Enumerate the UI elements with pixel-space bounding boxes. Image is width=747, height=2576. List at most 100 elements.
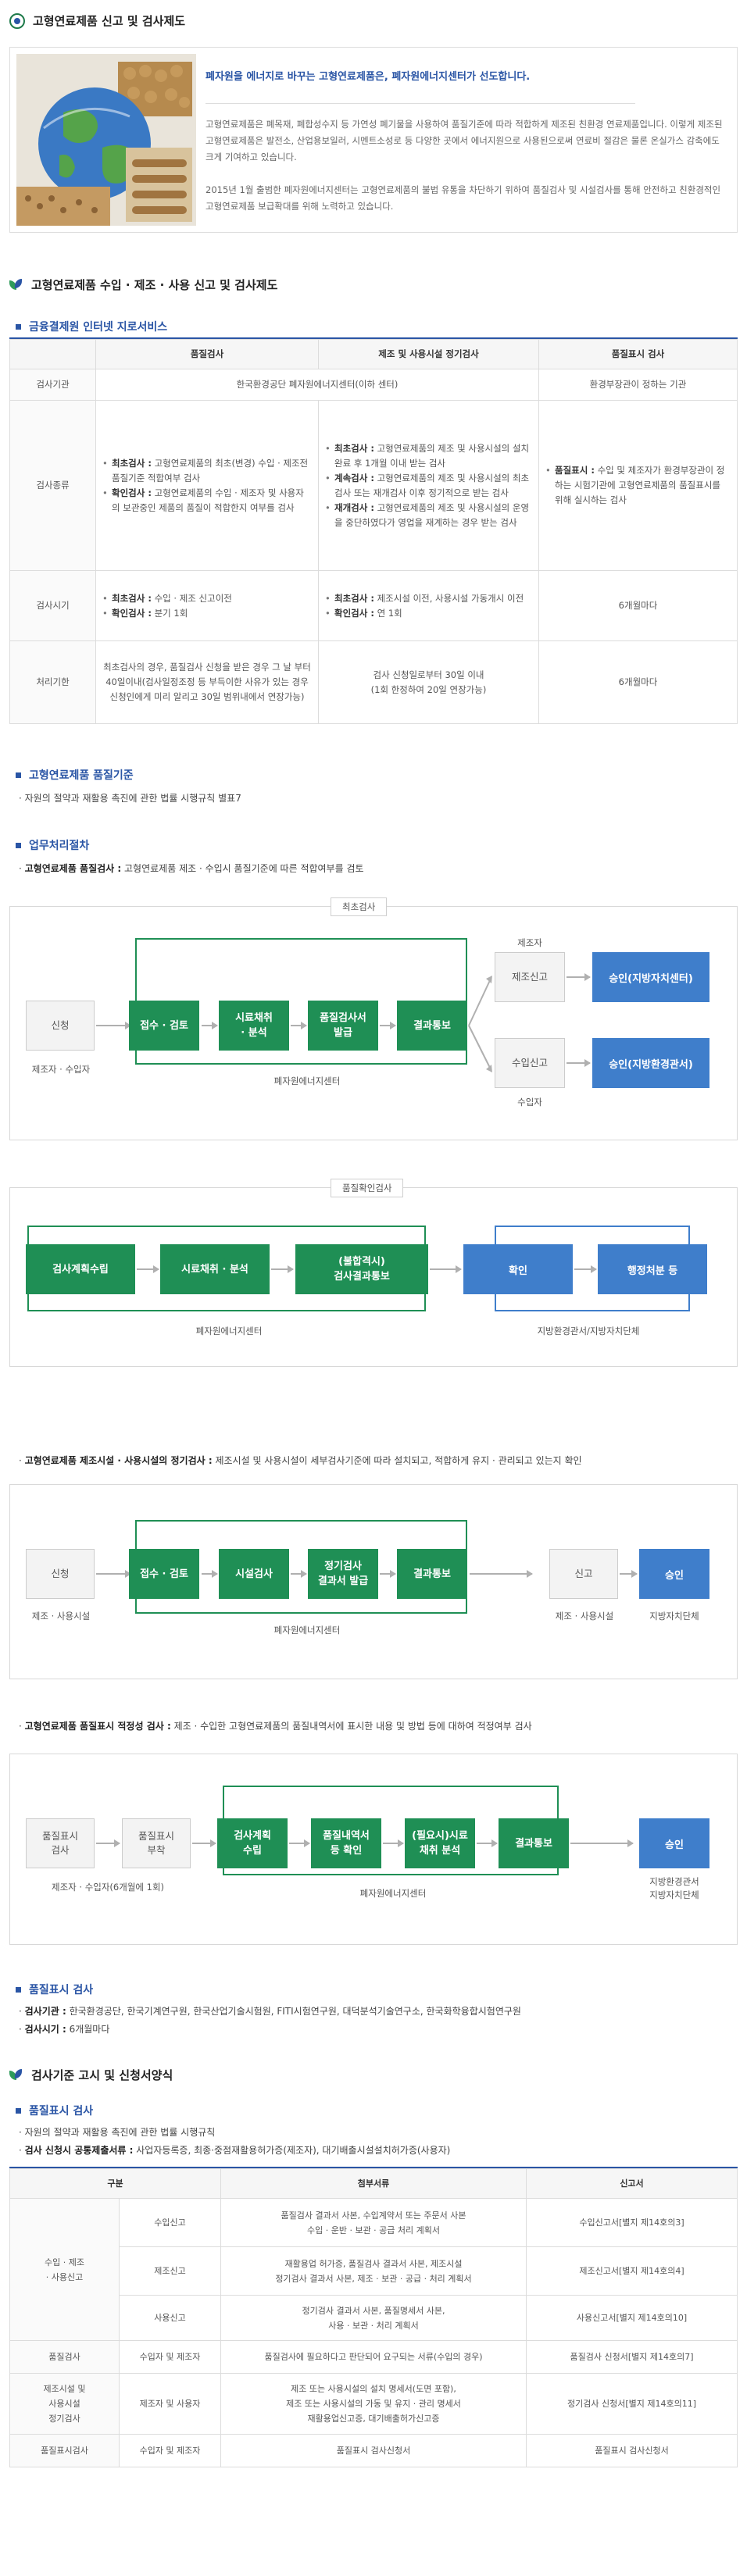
intro-paragraph-2: 2015년 1월 출범한 폐자원에너지센터는 고형연료제품의 불법 유통을 차단…	[206, 184, 721, 212]
item-text: 고형연료제품의 제조 및 사용시설의 운영을 중단하였다가 영업을 재계하는 경…	[334, 501, 530, 528]
row-label: 품질표시검사	[9, 2434, 120, 2467]
arrow	[291, 1570, 307, 1578]
approve-box: 승인	[639, 1549, 709, 1599]
list-item: 최초검사 : 고형연료제품의 제조 및 사용시설의 설치완료 후 1개월 이내 …	[325, 441, 532, 471]
arrow	[192, 1839, 216, 1847]
item-text: 고형연료제품의 제조 및 사용시설의 설치완료 후 1개월 이내 받는 검사	[334, 442, 530, 469]
table-cell: 검사 신청일로부터 30일 이내 (1회 한정하여 20일 연장가능)	[318, 640, 539, 724]
arrow	[380, 1570, 396, 1578]
step-action: 행정처분 등	[598, 1244, 707, 1294]
table-cell: 사용신고	[119, 2295, 221, 2341]
table-header: 품질표시 검사	[538, 339, 738, 369]
item-term: 최초검사 :	[334, 592, 374, 604]
list-item: 재개검사 : 고형연료제품의 제조 및 사용시설의 운영을 중단하였다가 영업을…	[325, 501, 532, 530]
table-header: 신고서	[526, 2168, 738, 2199]
table-cell: 제조 또는 사용시설의 설치 명세서(도면 포함), 제조 또는 사용시설의 가…	[220, 2373, 527, 2435]
flow-quality-check: 품질확인검사 검사계획수립 시료채취 · 분석 (불합격시) 검사결과통보 확인…	[9, 1179, 738, 1367]
table-cell: 정기검사 신청서[별지 제14호의11]	[526, 2373, 738, 2435]
arrow	[291, 1022, 307, 1029]
table-cell: 최초검사 : 제조시설 이전, 사용시설 가동개시 이전확인검사 : 연 1회	[318, 570, 539, 641]
table-cell: 환경부장관이 정하는 기관	[538, 369, 738, 401]
sub-title-standard: 품질표시 검사	[16, 2103, 93, 2118]
table-header: 첨부서류	[220, 2168, 527, 2199]
square-bullet-icon	[16, 842, 21, 848]
item-text: 고형연료제품의 제조 및 사용시설의 최초검사 또는 재개검사 이후 정기적으로…	[334, 472, 530, 498]
step-plan: 검사계획수립	[26, 1244, 135, 1294]
table-cell: 최초검사 : 수입 · 제조 신고이전확인검사 : 분기 1회	[95, 570, 319, 641]
step-issue: 품질검사서 발급	[308, 1001, 378, 1051]
approve-caption: 지방자치단체	[649, 1611, 699, 1622]
list-item: 확인검사 : 분기 1회	[102, 606, 312, 621]
table-cell: 품질검사에 필요하다고 판단되어 요구되는 서류(수입의 경우)	[220, 2340, 527, 2374]
item-text: 수입 및 제조자가 환경부장관이 정하는 시험기관에 고형연료제품의 품질표시를…	[555, 465, 725, 505]
table-header: 품질검사	[95, 339, 319, 369]
arrow	[570, 1839, 634, 1847]
approve-caption: 지방환경관서 지방자치단체	[649, 1876, 699, 1900]
item-text: 고형연료제품의 수입 · 제조자 및 사용자의 보관중인 제품의 품질이 적합한…	[112, 487, 304, 513]
arrow	[567, 1059, 591, 1067]
arrow	[137, 1265, 159, 1273]
sub-title-giro: 금융결제원 인터넷 지로서비스	[16, 319, 167, 334]
center-caption: 폐자원에너지센터	[273, 1625, 341, 1636]
step-sampling: (필요시)시료 채취 분석	[405, 1818, 475, 1868]
bullet-item: · 고형연료제품 품질검사 : 고형연료제품 제조 · 수입시 품질기준에 따른…	[19, 863, 364, 874]
left-caption: 제조자 · 수입자(6개월에 1회)	[51, 1882, 165, 1893]
step-sampling: 시료채취 · 분석	[160, 1244, 270, 1294]
intro-box: 폐자원을 에너지로 바꾸는 고형연료제품은, 폐자원에너지센터가 선도합니다. …	[9, 47, 738, 233]
step-result: (불합격시) 검사결과통보	[295, 1244, 428, 1294]
flow-tag: 최초검사	[331, 897, 388, 916]
square-bullet-icon	[16, 1986, 21, 1993]
item-text: 제조시설 이전, 사용시설 가동개시 이전	[374, 592, 524, 604]
table-header: 구분	[9, 2168, 221, 2199]
target-icon	[9, 12, 25, 29]
bullet-item: · 자원의 절약과 재활용 촉진에 관한 법률 시행규칙	[19, 2127, 216, 2138]
center-caption: 폐자원에너지센터	[273, 1076, 341, 1086]
arrow	[470, 1570, 533, 1578]
item-term: 확인검사 :	[112, 607, 152, 619]
bullet-item: · 고형연료제품 제조시설 · 사용시설의 정기검사 : 제조시설 및 사용시설…	[19, 1455, 582, 1466]
list-item: 확인검사 : 연 1회	[325, 606, 532, 621]
step-sampling: 시료채취 · 분석	[219, 1001, 289, 1051]
list-item: 최초검사 : 고형연료제품의 최초(변경) 수입 · 제조전 품질기준 적합여부…	[102, 456, 312, 486]
sub-title-quality-standard: 고형연료제품 품질기준	[16, 767, 134, 783]
apply-caption: 제조 · 사용시설	[31, 1611, 91, 1622]
row-label: 검사시기	[9, 570, 96, 641]
table-cell: 품질검사 결과서 사본, 수입계약서 또는 주문서 사본 수입 · 운반 · 보…	[220, 2198, 527, 2247]
step-receive: 접수 · 검토	[129, 1001, 199, 1051]
apply-box: 신청	[26, 1001, 95, 1051]
section-title-2: 고형연료제품 수입 · 제조 · 사용 신고 및 검사제도	[9, 277, 277, 293]
table-cell: 최초검사 : 고형연료제품의 최초(변경) 수입 · 제조전 품질기준 적합여부…	[95, 400, 319, 571]
arrow	[202, 1570, 218, 1578]
flow-quality-label: 품질표시 검사 품질표시 부착 제조자 · 수입자(6개월에 1회) 검사계획 …	[9, 1754, 738, 1945]
table-cell: 제조신고	[119, 2246, 221, 2296]
item-text: 연 1회	[374, 607, 402, 619]
item-text: 고형연료제품의 최초(변경) 수입 · 제조전 품질기준 적합여부 검사	[112, 457, 309, 483]
item-term: 최초검사 :	[112, 592, 152, 604]
item-text: 분기 1회	[151, 607, 188, 619]
list-item: 최초검사 : 제조시설 이전, 사용시설 가동개시 이전	[325, 591, 532, 606]
step-document: 품질내역서 등 확인	[311, 1818, 381, 1868]
leaf-icon	[9, 2068, 23, 2082]
bullet-item: · 고형연료제품 품질표시 적정성 검사 : 제조 · 수입한 고형연료제품의 …	[19, 1721, 532, 1732]
section-title-3: 검사기준 고시 및 신청서양식	[9, 2067, 173, 2083]
table-header: 제조 및 사용시설 정기검사	[318, 339, 539, 369]
arrow	[620, 1570, 638, 1578]
flow-periodic-inspection: 신청 제조 · 사용시설 접수 · 검토 시설검사 정기검사 결과서 발급 결과…	[9, 1484, 738, 1679]
bullet-item: · 검사시기 : 6개월마다	[19, 2024, 110, 2035]
item-term: 확인검사 :	[334, 607, 374, 619]
table-cell: 수입자 및 제조자	[119, 2434, 221, 2467]
report-caption: 제조 · 사용시설	[555, 1611, 614, 1622]
arrow	[289, 1839, 310, 1847]
step-facility-check: 시설검사	[219, 1549, 289, 1599]
flow-initial-inspection: 최초검사 신청 제조자 · 수입자 접수 · 검토 시료채취 · 분석 품질검사…	[9, 897, 738, 1140]
arrow	[271, 1265, 294, 1273]
table-cell: 품질표시 : 수입 및 제조자가 환경부장관이 정하는 시험기관에 고형연료제품…	[538, 400, 738, 571]
table-cell: 최초검사 : 고형연료제품의 제조 및 사용시설의 설치완료 후 1개월 이내 …	[318, 400, 539, 571]
list-item: 확인검사 : 고형연료제품의 수입 · 제조자 및 사용자의 보관중인 제품의 …	[102, 486, 312, 516]
bullet-item: · 검사기관 : 한국환경공단, 한국기계연구원, 한국산업기술시험원, FIT…	[19, 2006, 521, 2017]
square-bullet-icon	[16, 2107, 21, 2114]
maker-caption: 제조자	[517, 937, 542, 948]
table-cell: 사용신고서[별지 제14호의10]	[526, 2295, 738, 2341]
table-cell: 한국환경공단 폐자원에너지센터(이하 센터)	[95, 369, 539, 401]
